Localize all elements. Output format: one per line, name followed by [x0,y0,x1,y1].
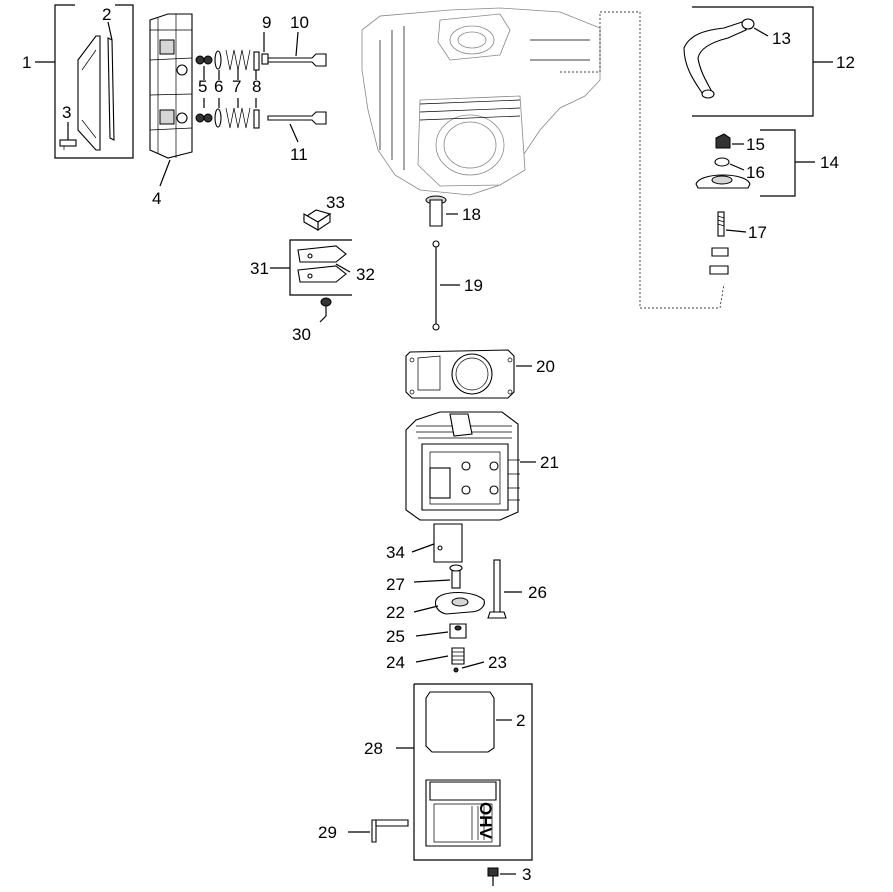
callout-13: 13 [772,29,791,48]
callout-10: 10 [290,13,309,32]
callout-9: 9 [262,13,271,32]
rocker-parts [411,523,522,673]
callout-33: 33 [326,193,345,212]
callout-27: 27 [386,575,405,594]
part-group-1 [35,4,134,159]
callout-8: 8 [252,77,261,96]
callout-2-lower: 2 [516,711,525,730]
callout-34: 34 [386,543,405,562]
breather-hose-group [683,6,833,117]
cylinder-head-side [149,13,193,187]
callout-32: 32 [356,265,375,284]
engine-block [361,7,601,196]
callout-4: 4 [152,189,161,208]
callout-31: 31 [250,259,269,278]
callout-23: 23 [488,653,507,672]
callout-1: 1 [22,53,31,72]
callout-3: 3 [62,103,71,122]
callout-15: 15 [746,135,765,154]
callout-24: 24 [386,653,405,672]
callout-22: 22 [386,603,405,622]
callout-16: 16 [746,163,765,182]
callout-21: 21 [540,453,559,472]
rocker-shim-group [270,209,352,323]
valve-train-upper [195,31,327,80]
callout-26: 26 [528,583,547,602]
pushrod-tube-and-rod [425,195,460,331]
callout-12: 12 [836,53,855,72]
breather-cover-group [695,129,815,275]
callout-7: 7 [232,77,241,96]
valve-train-lower [195,98,327,143]
callout-6: 6 [214,77,223,96]
callout-19: 19 [464,276,483,295]
callout-14: 14 [820,153,839,172]
cover-logo-text: OHV [476,802,495,840]
callout-25: 25 [386,627,405,646]
callout-28: 28 [364,739,383,758]
callout-11: 11 [290,145,308,164]
callout-20: 20 [536,357,555,376]
callout-30: 30 [292,325,311,344]
cylinder-head [405,411,536,521]
callout-5: 5 [198,77,207,96]
callout-2: 2 [102,5,111,24]
valve-cover-group: OHV [348,683,533,886]
head-gasket [405,349,532,399]
callout-labels: 1 2 3 4 5 6 7 8 9 10 11 12 13 14 15 16 1… [22,5,855,884]
callout-3-lower: 3 [522,865,531,884]
callout-17: 17 [748,223,767,242]
callout-29: 29 [318,823,337,842]
leader-dash-block [560,11,725,309]
callout-18: 18 [462,205,481,224]
